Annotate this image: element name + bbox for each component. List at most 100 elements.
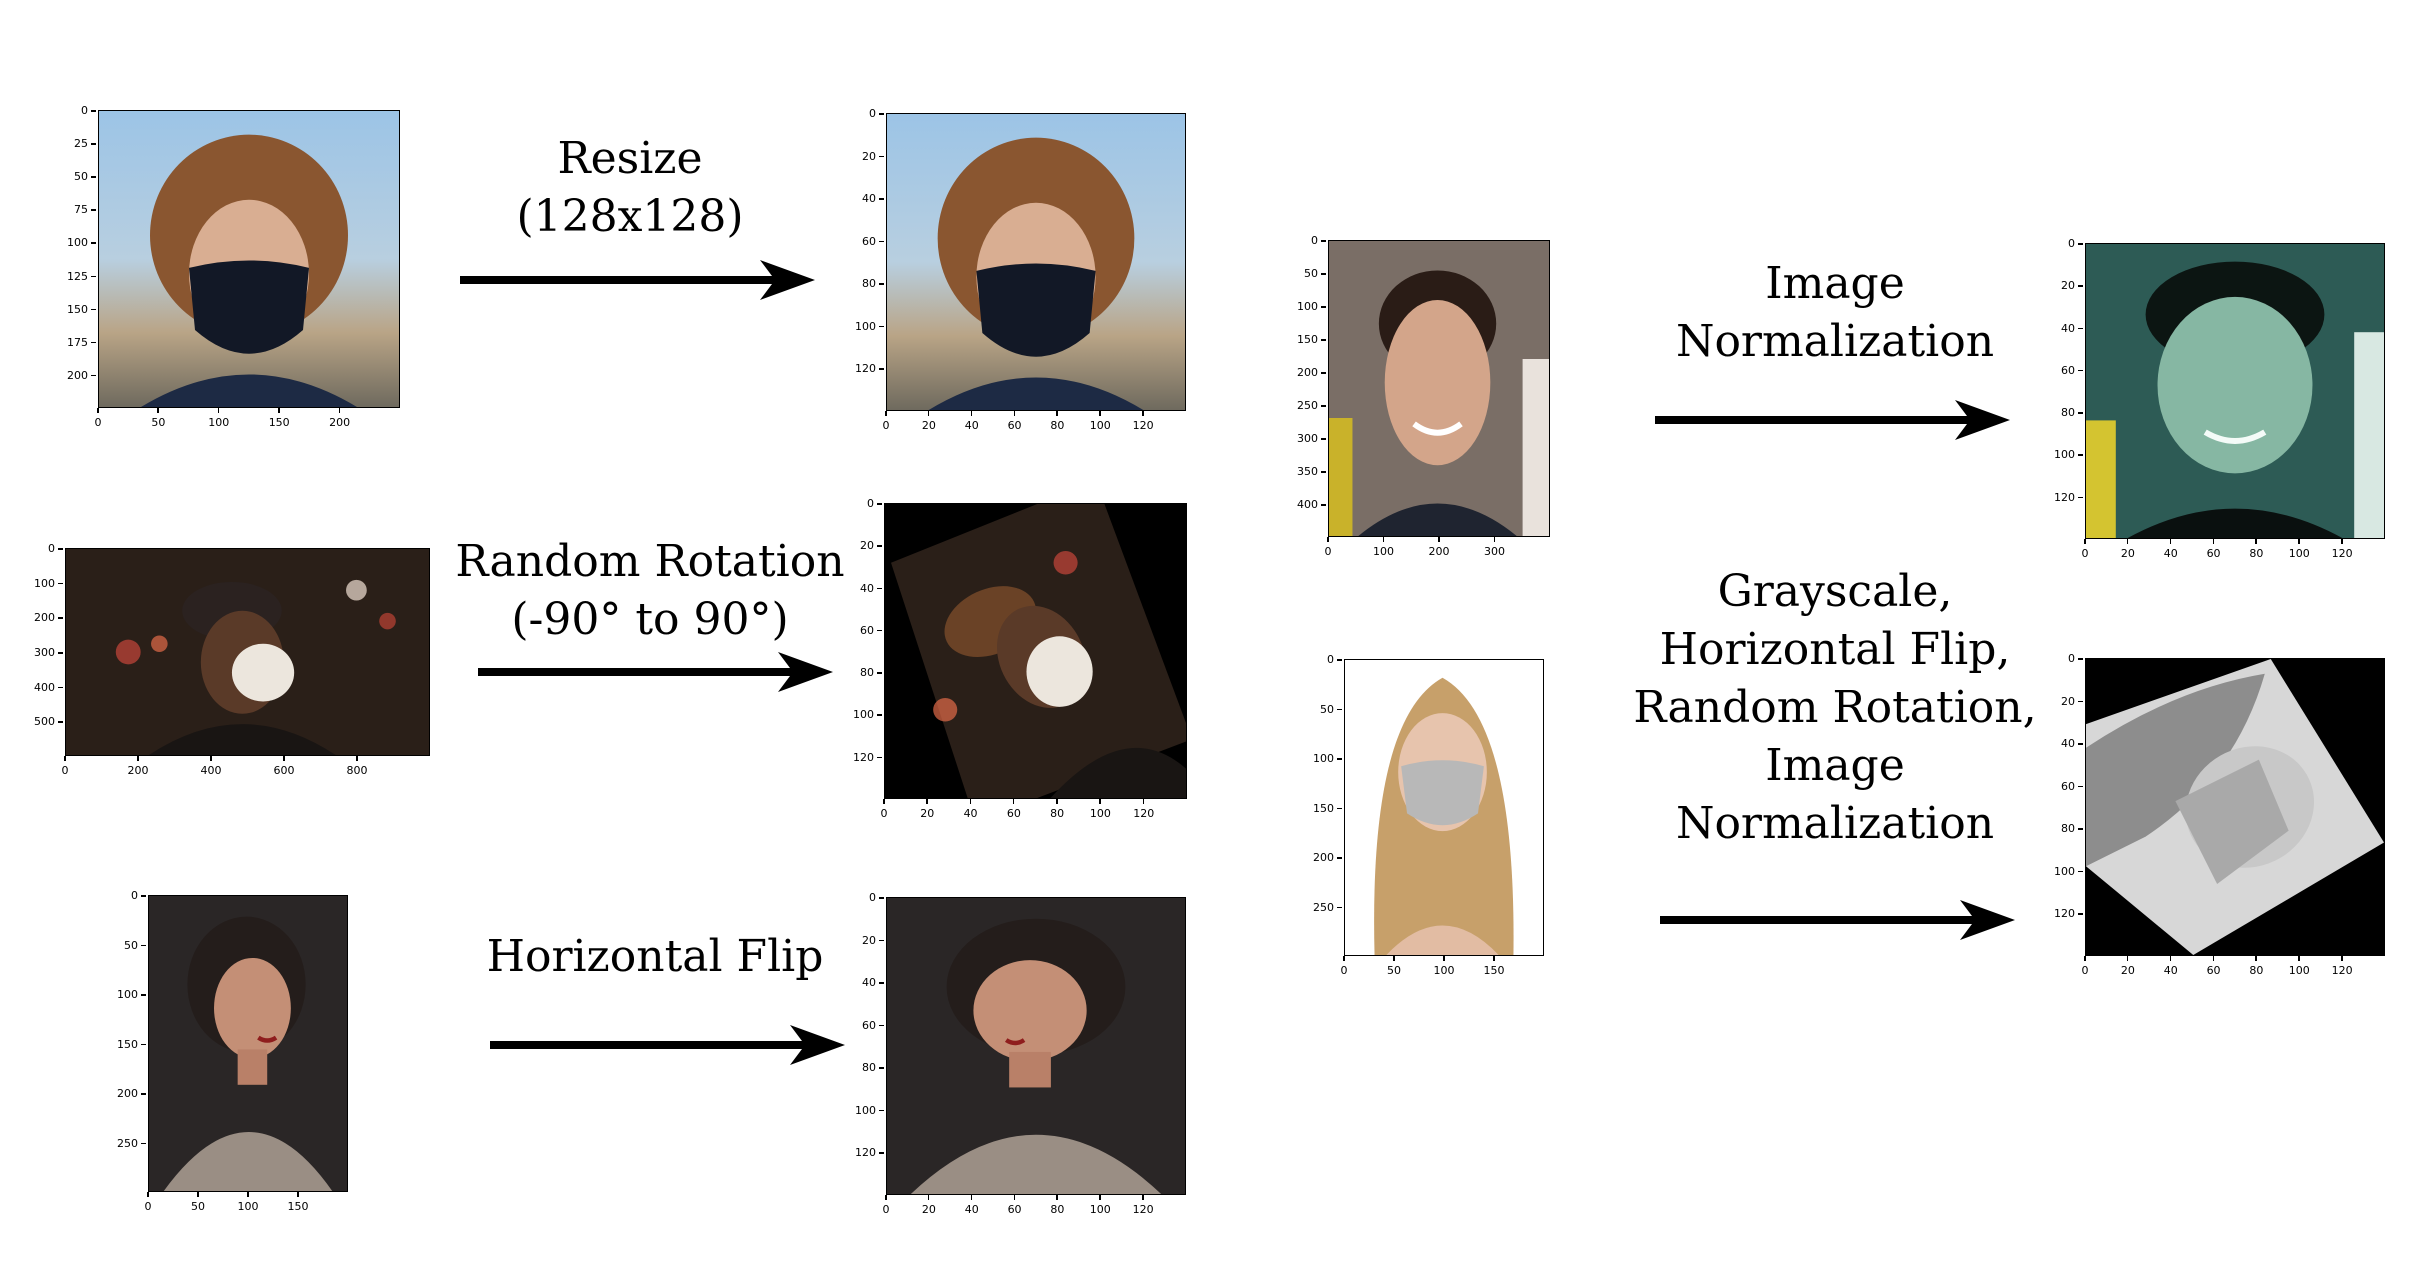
image-man-n95	[65, 548, 430, 756]
x-tick-label: 100	[1080, 411, 1120, 431]
y-tick-label: 75	[54, 204, 96, 215]
image-woman-portrait-flipped	[886, 897, 1186, 1195]
resize-label-line1: Resize	[557, 133, 703, 184]
y-tick-label: 250	[104, 1138, 146, 1149]
y-tick-label: 60	[842, 236, 884, 247]
x-tick-label: 40	[951, 799, 991, 819]
y-tick-label: 100	[104, 989, 146, 1000]
x-tick-label: 150	[1474, 956, 1514, 976]
y-tick-label: 0	[54, 105, 96, 116]
x-tick-label: 120	[1123, 411, 1163, 431]
y-tick-label: 40	[840, 583, 882, 594]
x-tick-label: 0	[866, 411, 906, 431]
x-tick-label: 40	[2151, 956, 2191, 976]
y-tick-label: 20	[842, 935, 884, 946]
y-tick-label: 300	[21, 647, 63, 658]
rotation-label-line1: Random Rotation	[455, 536, 845, 587]
y-tick-label: 20	[842, 151, 884, 162]
resize-label-line2: (128x128)	[516, 191, 744, 242]
y-tick-label: 120	[2041, 908, 2083, 919]
image-man-n95-rotated	[884, 503, 1187, 799]
x-tick-label: 100	[228, 1192, 268, 1212]
x-tick-label: 40	[952, 1195, 992, 1215]
image-man-smiling	[1328, 240, 1550, 537]
y-tick-label: 200	[1284, 367, 1326, 378]
x-tick-label: 20	[2108, 956, 2148, 976]
y-tick-label: 400	[1284, 499, 1326, 510]
y-tick-label: 150	[104, 1039, 146, 1050]
y-tick-label: 200	[104, 1088, 146, 1099]
y-tick-label: 100	[1284, 301, 1326, 312]
y-tick-label: 100	[842, 1105, 884, 1116]
x-tick-label: 120	[2322, 539, 2362, 559]
y-tick-label: 250	[1300, 902, 1342, 913]
y-tick-label: 0	[21, 543, 63, 554]
combo-label-line4: Image	[1765, 740, 1905, 791]
x-tick-label: 600	[264, 756, 304, 776]
x-tick-label: 200	[1419, 537, 1459, 557]
x-tick-label: 150	[259, 408, 299, 428]
x-tick-label: 0	[1324, 956, 1364, 976]
rotation-arrow	[478, 650, 833, 694]
x-tick-label: 800	[337, 756, 377, 776]
y-tick-label: 80	[842, 1062, 884, 1073]
y-tick-label: 50	[54, 171, 96, 182]
x-tick-label: 80	[2236, 956, 2276, 976]
y-tick-label: 100	[1300, 753, 1342, 764]
flip-arrow	[490, 1023, 845, 1067]
y-tick-label: 500	[21, 716, 63, 727]
y-tick-label: 100	[842, 321, 884, 332]
y-tick-label: 120	[842, 1147, 884, 1158]
x-tick-label: 100	[1080, 1195, 1120, 1215]
y-tick-label: 150	[1284, 334, 1326, 345]
combo-label: Grayscale, Horizontal Flip, Random Rotat…	[1620, 563, 2050, 853]
y-tick-label: 0	[842, 108, 884, 119]
x-tick-label: 100	[2279, 956, 2319, 976]
rotation-label: Random Rotation (-90° to 90°)	[440, 533, 860, 649]
x-tick-label: 100	[199, 408, 239, 428]
normalization-arrow	[1655, 398, 2010, 442]
x-tick-label: 20	[909, 1195, 949, 1215]
y-tick-label: 60	[2041, 781, 2083, 792]
image-man-smiling-normalized	[2085, 243, 2385, 539]
y-tick-label: 80	[2041, 823, 2083, 834]
y-tick-label: 50	[104, 940, 146, 951]
y-tick-label: 150	[54, 304, 96, 315]
y-tick-label: 120	[840, 752, 882, 763]
rotation-label-line2: (-90° to 90°)	[511, 594, 789, 645]
resize-arrow	[460, 258, 815, 302]
x-tick-label: 60	[995, 1195, 1035, 1215]
y-tick-label: 80	[840, 667, 882, 678]
x-tick-label: 120	[2322, 956, 2362, 976]
combo-label-line5: Normalization	[1675, 798, 1995, 849]
y-tick-label: 120	[2041, 492, 2083, 503]
x-tick-label: 20	[909, 411, 949, 431]
normalization-label: Image Normalization	[1640, 255, 2030, 371]
y-tick-label: 60	[840, 625, 882, 636]
y-tick-label: 100	[2041, 449, 2083, 460]
x-tick-label: 120	[1123, 1195, 1163, 1215]
flip-label: Horizontal Flip	[470, 928, 840, 986]
y-tick-label: 20	[2041, 696, 2083, 707]
x-tick-label: 60	[995, 411, 1035, 431]
y-tick-label: 400	[21, 682, 63, 693]
y-tick-label: 60	[842, 1020, 884, 1031]
y-tick-label: 125	[54, 271, 96, 282]
x-tick-label: 0	[78, 408, 118, 428]
x-tick-label: 80	[1037, 799, 1077, 819]
x-tick-label: 40	[952, 411, 992, 431]
y-tick-label: 100	[54, 237, 96, 248]
y-tick-label: 0	[840, 498, 882, 509]
x-tick-label: 0	[45, 756, 85, 776]
y-tick-label: 40	[842, 193, 884, 204]
x-tick-label: 0	[1308, 537, 1348, 557]
image-woman-mask-gray-rotated	[2085, 658, 2385, 956]
y-tick-label: 200	[21, 612, 63, 623]
x-tick-label: 100	[1080, 799, 1120, 819]
